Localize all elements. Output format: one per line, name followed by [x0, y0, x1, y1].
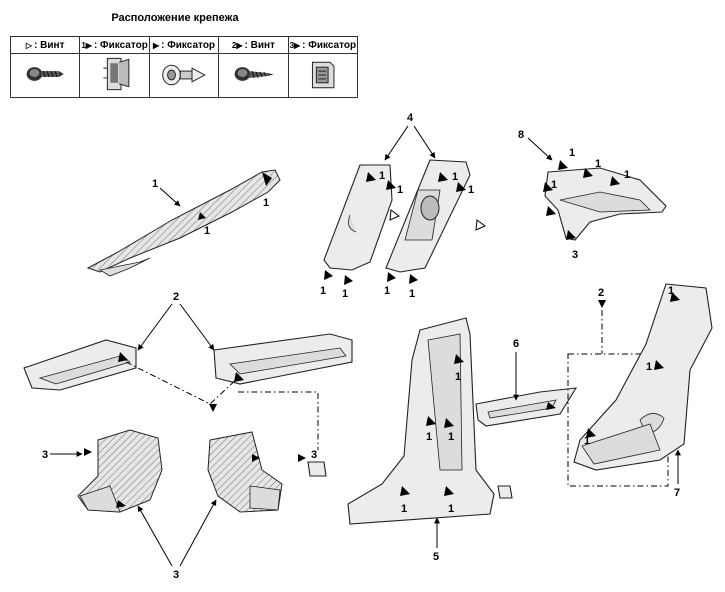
legend-label-square-clip: : Фиксатор [302, 39, 357, 51]
callout-label: 1 [646, 361, 652, 373]
callout-label: 3 [311, 449, 317, 461]
legend-label-screw-2: : Винт [244, 39, 275, 51]
callout-3-lower-quarter: 3 3 3 [42, 449, 317, 581]
square-clip-icon [311, 61, 335, 89]
retainer-clip-icon [103, 57, 130, 91]
fastener-layout-title: Расположение крепежа [111, 12, 239, 24]
fastener-legend-table: ▷: Винт 1▶: Фиксатор ▶: Фиксатор 2▶: Вин… [10, 36, 358, 98]
callout-label: 8 [518, 129, 524, 141]
callout-label: 1 [624, 169, 630, 181]
callout-4-b-pillar-upper: 4 1 1 1 1 1 1 1 1 [320, 112, 474, 300]
callout-label: 3 [42, 449, 48, 461]
callout-1-a-pillar: 1 1 1 [152, 178, 269, 237]
callout-label: 1 [448, 503, 454, 515]
a-pillar-trim [86, 169, 281, 277]
callout-label: 1 [204, 225, 210, 237]
callout-label: 1 [452, 171, 458, 183]
callout-label: 1 [426, 431, 432, 443]
callout-5-b-pillar-lower: 1 1 1 1 1 5 [401, 371, 461, 563]
callout-label: 2 [598, 287, 604, 299]
callout-label: 1 [152, 178, 158, 190]
callout-7-quarter: 2 1 1 1 7 [584, 285, 681, 499]
legend-cell-screw: ▷: Винт [11, 37, 81, 97]
legend-label-retainer-1: : Фиксатор [93, 39, 148, 51]
open-triangle-icon: ▷ [25, 40, 33, 50]
callout-label: 1 [409, 288, 415, 300]
legend-label-screw: : Винт [34, 39, 65, 51]
callout-label: 3 [173, 569, 179, 581]
callout-label: 4 [407, 112, 414, 124]
callout-label: 3 [572, 249, 578, 261]
filled-triangle-icon: ▶ [152, 40, 160, 50]
filled-triangle-3-icon: 3▶ [289, 40, 301, 50]
legend-cell-push-clip: ▶: Фиксатор [149, 37, 220, 97]
screw-icon [26, 67, 64, 81]
callout-label: 2 [173, 291, 179, 303]
callout-label: 7 [674, 487, 680, 499]
callout-label: 1 [342, 288, 348, 300]
legend-cell-retainer-1: 1▶: Фиксатор [80, 37, 150, 97]
legend-label-push-clip: : Фиксатор [161, 39, 216, 51]
callout-label: 1 [455, 371, 461, 383]
callout-label: 1 [569, 147, 575, 159]
callout-label: 1 [379, 170, 385, 182]
rear-upper-trims [23, 333, 353, 450]
scuff-trim [475, 387, 578, 427]
c-pillar-upper-trim [543, 160, 667, 241]
callout-label: 1 [320, 285, 326, 297]
callout-label: 1 [384, 285, 390, 297]
filled-triangle-2-icon: 2▶ [231, 40, 243, 50]
callout-label: 1 [668, 285, 674, 297]
quarter-trim [567, 283, 713, 487]
filled-triangle-1-icon: 1▶ [81, 40, 92, 50]
callout-label: 1 [551, 179, 557, 191]
callout-2-rear-upper: 2 [137, 291, 215, 351]
legend-cell-square-clip: 3▶: Фиксатор [288, 37, 358, 97]
callout-6-scuff: 6 [513, 338, 519, 401]
callout-label: 6 [513, 338, 519, 350]
b-pillar-upper-trims [323, 159, 486, 285]
callout-label: 1 [263, 197, 269, 209]
legend-cell-screw-2: 2▶: Винт [219, 37, 289, 97]
b-pillar-lower-trim [347, 317, 513, 525]
callout-label: 1 [401, 503, 407, 515]
callout-label: 1 [468, 184, 474, 196]
callout-label: 1 [595, 158, 601, 170]
callout-label: 1 [448, 431, 454, 443]
screw-icon [234, 67, 274, 81]
push-clip-icon [162, 64, 206, 86]
callout-8-c-pillar-upper: 8 1 1 1 1 3 [518, 129, 630, 261]
callout-label: 5 [433, 551, 439, 563]
callout-label: 1 [397, 184, 403, 196]
lower-quarter-trims [77, 429, 327, 513]
callout-label: 1 [584, 435, 590, 447]
